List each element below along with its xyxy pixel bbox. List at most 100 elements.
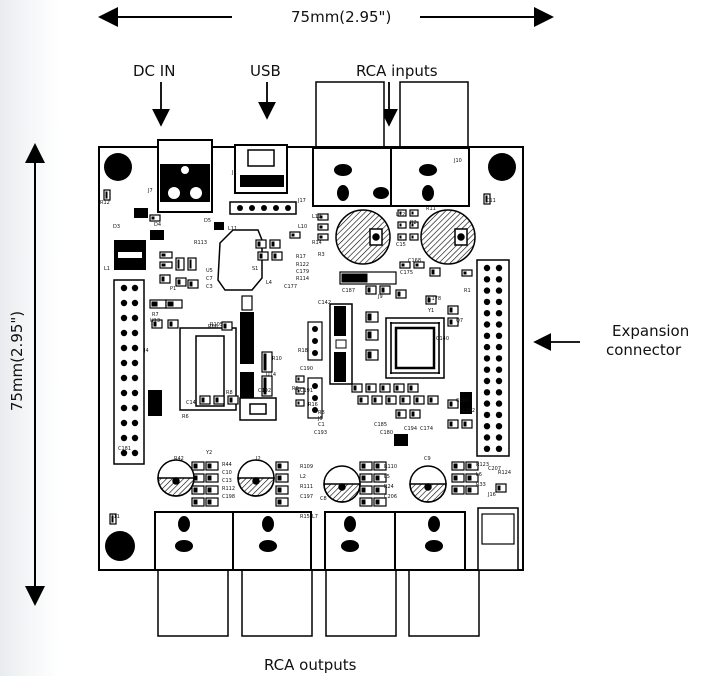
smd-pad-fill bbox=[341, 273, 368, 283]
silkscreen-label: U14 bbox=[266, 372, 276, 378]
smd-pad bbox=[373, 497, 387, 507]
smd-pad bbox=[397, 209, 407, 217]
header-j4 bbox=[307, 321, 323, 361]
smd-pad bbox=[295, 375, 305, 383]
smd-pad-fill bbox=[177, 259, 180, 269]
smd-pad-fill bbox=[161, 263, 166, 267]
smd-pad bbox=[385, 395, 397, 405]
smd-pad-fill bbox=[297, 389, 300, 393]
silkscreen-label: U5 bbox=[206, 268, 213, 274]
silkscreen-label: Q7 bbox=[456, 318, 463, 324]
header-pin bbox=[495, 423, 503, 430]
silkscreen-label: C192 bbox=[258, 388, 271, 394]
header-pin bbox=[483, 411, 491, 419]
header-pin bbox=[120, 419, 128, 427]
silkscreen-label: R33 bbox=[476, 482, 486, 488]
dc-jack bbox=[157, 139, 213, 213]
smd-pad-fill bbox=[411, 211, 414, 215]
header-pin bbox=[131, 329, 139, 337]
electrolytic-caps-bottom bbox=[157, 459, 447, 503]
smd-pad bbox=[409, 409, 421, 419]
smd-pad-fill bbox=[207, 463, 212, 469]
smd-pad bbox=[357, 395, 369, 405]
smd-pad bbox=[261, 375, 273, 397]
smd-pad bbox=[295, 387, 305, 395]
smd-pad bbox=[365, 329, 379, 341]
silkscreen-label: R18 bbox=[298, 348, 308, 354]
silkscreen-label: D4 bbox=[154, 222, 161, 228]
smd-pad bbox=[317, 223, 329, 231]
silkscreen-label: C179 bbox=[296, 269, 309, 275]
smd-pad-fill bbox=[177, 279, 181, 285]
smd-pad-fill bbox=[463, 271, 467, 275]
smd-pad-fill bbox=[367, 287, 371, 293]
smd-pad-fill bbox=[387, 397, 391, 403]
smd-pad bbox=[227, 395, 239, 405]
smd-pad-fill bbox=[201, 397, 205, 403]
smd-pad bbox=[213, 395, 225, 405]
smd-pad-fill bbox=[397, 291, 401, 297]
silkscreen-label: R105 bbox=[210, 322, 223, 328]
silkscreen-label: C178 bbox=[428, 296, 441, 302]
silkscreen-label: S1 bbox=[252, 266, 258, 272]
smd-pad-fill bbox=[319, 235, 323, 239]
silkscreen-label: R113 bbox=[194, 240, 207, 246]
smd-pad bbox=[451, 473, 465, 483]
smd-pad-fill bbox=[169, 321, 173, 327]
header-pin bbox=[483, 366, 491, 373]
silkscreen-label: C207 bbox=[488, 466, 501, 472]
smd-pad bbox=[409, 221, 419, 229]
smd-pad bbox=[275, 473, 289, 483]
smd-pad-fill bbox=[193, 487, 198, 493]
silkscreen-label: C193 bbox=[314, 430, 327, 436]
smd-pad-fill bbox=[375, 499, 380, 505]
header-pin bbox=[131, 404, 139, 412]
silkscreen-label: R124 bbox=[498, 470, 511, 476]
smd-pad bbox=[461, 419, 473, 429]
header-pin bbox=[483, 389, 491, 396]
smd-pad bbox=[379, 383, 391, 393]
silkscreen-label: R114 bbox=[296, 276, 309, 282]
silkscreen-label: L6 bbox=[476, 472, 482, 478]
header-pin bbox=[495, 264, 503, 272]
silkscreen-label: R112 bbox=[222, 486, 235, 492]
smd-pad-fill bbox=[353, 385, 357, 391]
header-pin bbox=[120, 389, 128, 397]
smd-pad-fill bbox=[485, 195, 488, 203]
header-pin bbox=[120, 344, 128, 352]
silkscreen-label: C182 bbox=[462, 408, 475, 414]
smd-pad bbox=[275, 485, 289, 495]
silkscreen-label: L13 bbox=[312, 214, 321, 220]
silkscreen-label: R111 bbox=[300, 484, 313, 490]
silkscreen-label: J7 bbox=[147, 188, 153, 194]
smd-pad-fill bbox=[223, 323, 227, 329]
header-pin bbox=[495, 310, 503, 317]
smd-pad-fill bbox=[453, 487, 458, 493]
smd-pad-fill bbox=[193, 475, 198, 481]
silkscreen-label: C175 bbox=[400, 270, 413, 276]
smd-pad bbox=[373, 461, 387, 471]
smd-pad bbox=[159, 261, 173, 269]
silkscreen-label: D3 bbox=[113, 224, 120, 230]
silkscreen-label: R14 bbox=[312, 240, 322, 246]
smd-pad-fill bbox=[375, 463, 380, 469]
smd-pad bbox=[373, 473, 387, 483]
rca-output-jacks bbox=[157, 567, 480, 637]
silkscreen-label: C194 bbox=[404, 426, 417, 432]
silkscreen-label: J10 bbox=[453, 158, 462, 164]
smd-pad bbox=[205, 497, 219, 507]
smd-pad bbox=[395, 289, 407, 299]
smd-pad bbox=[257, 251, 269, 261]
silkscreen-label: C14 bbox=[186, 400, 196, 406]
smd-pad bbox=[351, 383, 363, 393]
smd-pad-fill bbox=[215, 397, 219, 403]
silkscreen-label: C13 bbox=[222, 478, 232, 484]
silkscreen-label: R44 bbox=[222, 462, 232, 468]
header-pin bbox=[120, 404, 128, 412]
header-pin bbox=[131, 299, 139, 307]
smd-pad-fill bbox=[375, 475, 380, 481]
smd-pad-fill bbox=[415, 397, 419, 403]
smd-pad bbox=[255, 239, 267, 249]
silkscreen-label: R122 bbox=[296, 262, 309, 268]
